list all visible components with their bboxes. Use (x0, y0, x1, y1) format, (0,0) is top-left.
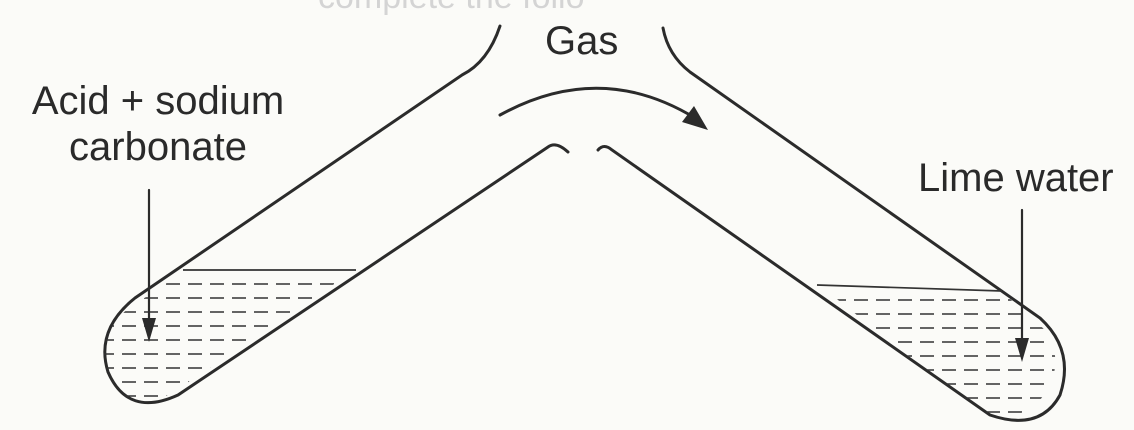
acid-pointer-arrow (142, 188, 156, 342)
acid-label-line-1: Acid + sodium (31, 79, 285, 123)
gas-flow-arrow (498, 86, 708, 130)
lime-water-pointer-arrow (1015, 208, 1029, 362)
right-test-tube (596, 26, 1066, 422)
acid-liquid-hatching (103, 283, 355, 397)
lime-water-label: Lime water (918, 156, 1114, 200)
bleed-through-text: complete the follo (318, 0, 585, 20)
gas-label: Gas (545, 19, 619, 63)
acid-label-line-2: carbonate (69, 125, 247, 169)
acid-sodium-carbonate-label: Acid + sodium carbonate (8, 78, 308, 170)
left-test-tube (103, 24, 570, 405)
